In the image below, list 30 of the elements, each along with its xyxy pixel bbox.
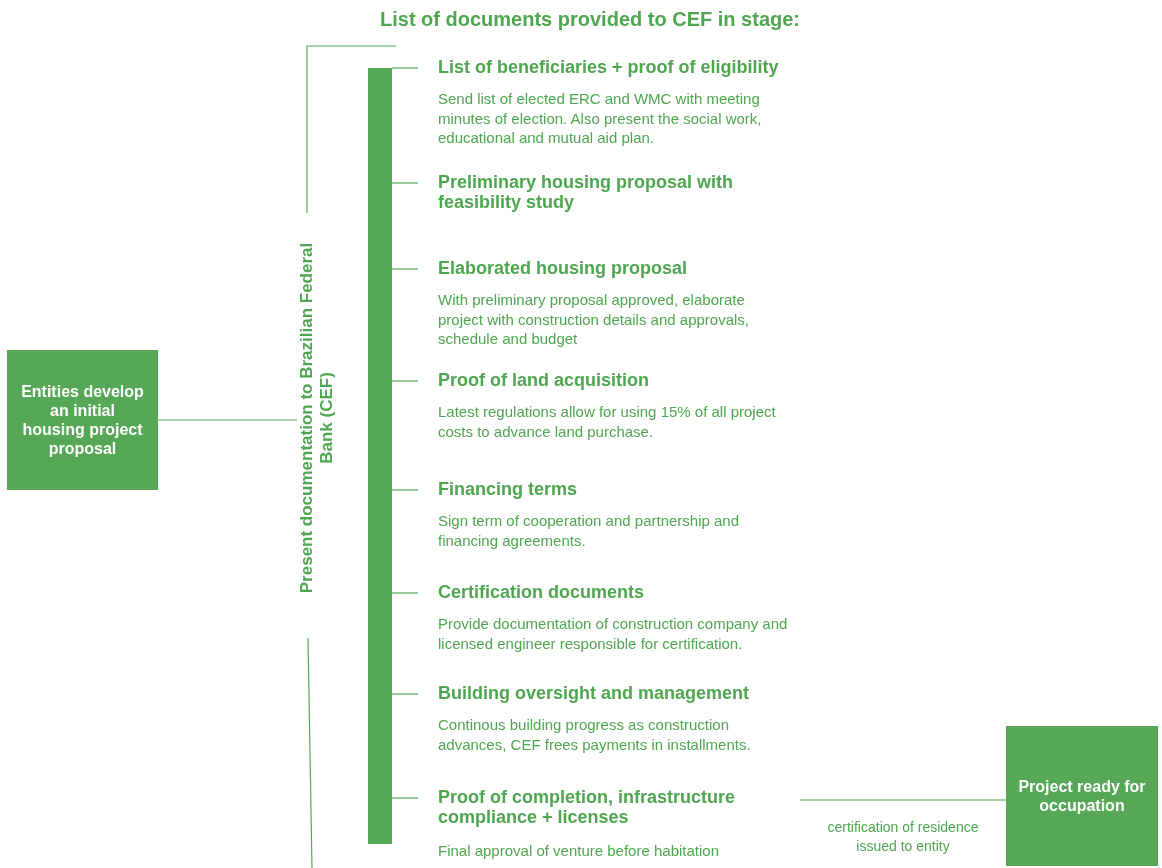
item-description: With preliminary proposal approved, elaborate project with construction details and approvals, schedule and budget xyxy=(438,290,750,349)
item-heading: Preliminary housing proposal with feasibility study xyxy=(438,172,735,212)
item-description: Latest regulations allow for using 15% of all project costs to advance land purchase. xyxy=(438,402,777,441)
connector-line xyxy=(391,693,419,695)
title: List of documents provided to CEF in stage: xyxy=(379,8,801,31)
item-description: Sign term of cooperation and partnership and financing agreements. xyxy=(438,511,741,550)
item-heading: List of beneficiaries + proof of eligibility xyxy=(438,57,780,77)
item-description: Continous building progress as construction advances, CEF frees payments in installments. xyxy=(438,715,752,754)
item-heading: Financing terms xyxy=(438,479,579,499)
item-heading: Elaborated housing proposal xyxy=(438,258,689,278)
connector-line xyxy=(391,380,419,382)
item-heading: Building oversight and management xyxy=(438,683,751,703)
stage-label: Present documentation to Brazilian Federal Bank (CEF) xyxy=(297,238,347,598)
connector-line xyxy=(799,799,1007,801)
connector-line xyxy=(391,592,419,594)
connector-line xyxy=(391,182,419,184)
connector-line xyxy=(391,797,419,799)
connector-line xyxy=(157,419,298,421)
item-description: Send list of elected ERC and WMC with meeting minutes of election. Also present the social work, educational and mutual aid plan. xyxy=(438,89,763,148)
connector-line xyxy=(391,268,419,270)
item-heading: Certification documents xyxy=(438,582,646,602)
item-description: Final approval of venture before habitation xyxy=(438,841,720,861)
connector-line xyxy=(391,489,419,491)
process-box: Project ready for occupation xyxy=(1006,726,1158,866)
item-description: Provide documentation of construction company and licensed engineer responsible for certification. xyxy=(438,614,788,653)
item-heading: Proof of land acquisition xyxy=(438,370,650,390)
timeline-bar xyxy=(368,68,392,844)
connector-line xyxy=(391,67,419,69)
process-box: Entities develop an initial housing project proposal xyxy=(7,350,158,490)
item-heading: Proof of completion, infrastructure compliance + licenses xyxy=(438,787,737,827)
